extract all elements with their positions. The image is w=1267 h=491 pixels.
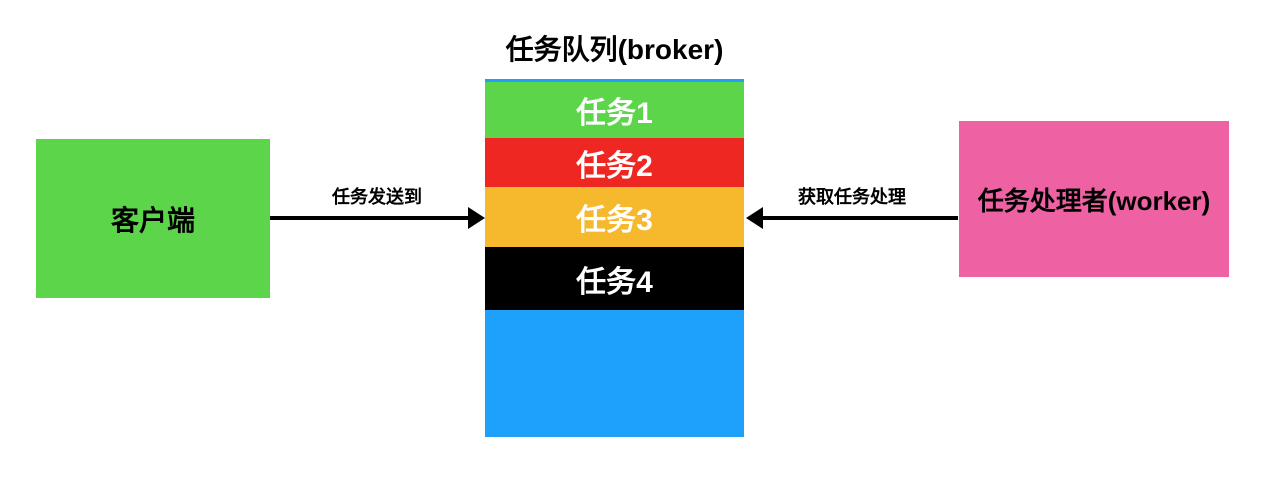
task-bar-2: 任务2 [485,138,744,187]
fetch-arrow-head-icon [746,207,763,229]
send-arrow-label: 任务发送到 [332,187,422,207]
queue-title: 任务队列(broker) [505,34,724,65]
fetch-arrow-label: 获取任务处理 [798,187,906,207]
task-bar-3: 任务3 [485,187,744,247]
send-arrow-head-icon [468,207,485,229]
worker-node: 任务处理者(worker) [959,121,1229,277]
task-queue-container: 任务1 任务2 任务3 任务4 [485,79,744,437]
fetch-arrow-line [762,216,958,220]
task-bar-4: 任务4 [485,247,744,310]
send-arrow-line [270,216,470,220]
task-bar-1: 任务1 [485,82,744,138]
client-node: 客户端 [36,139,270,298]
